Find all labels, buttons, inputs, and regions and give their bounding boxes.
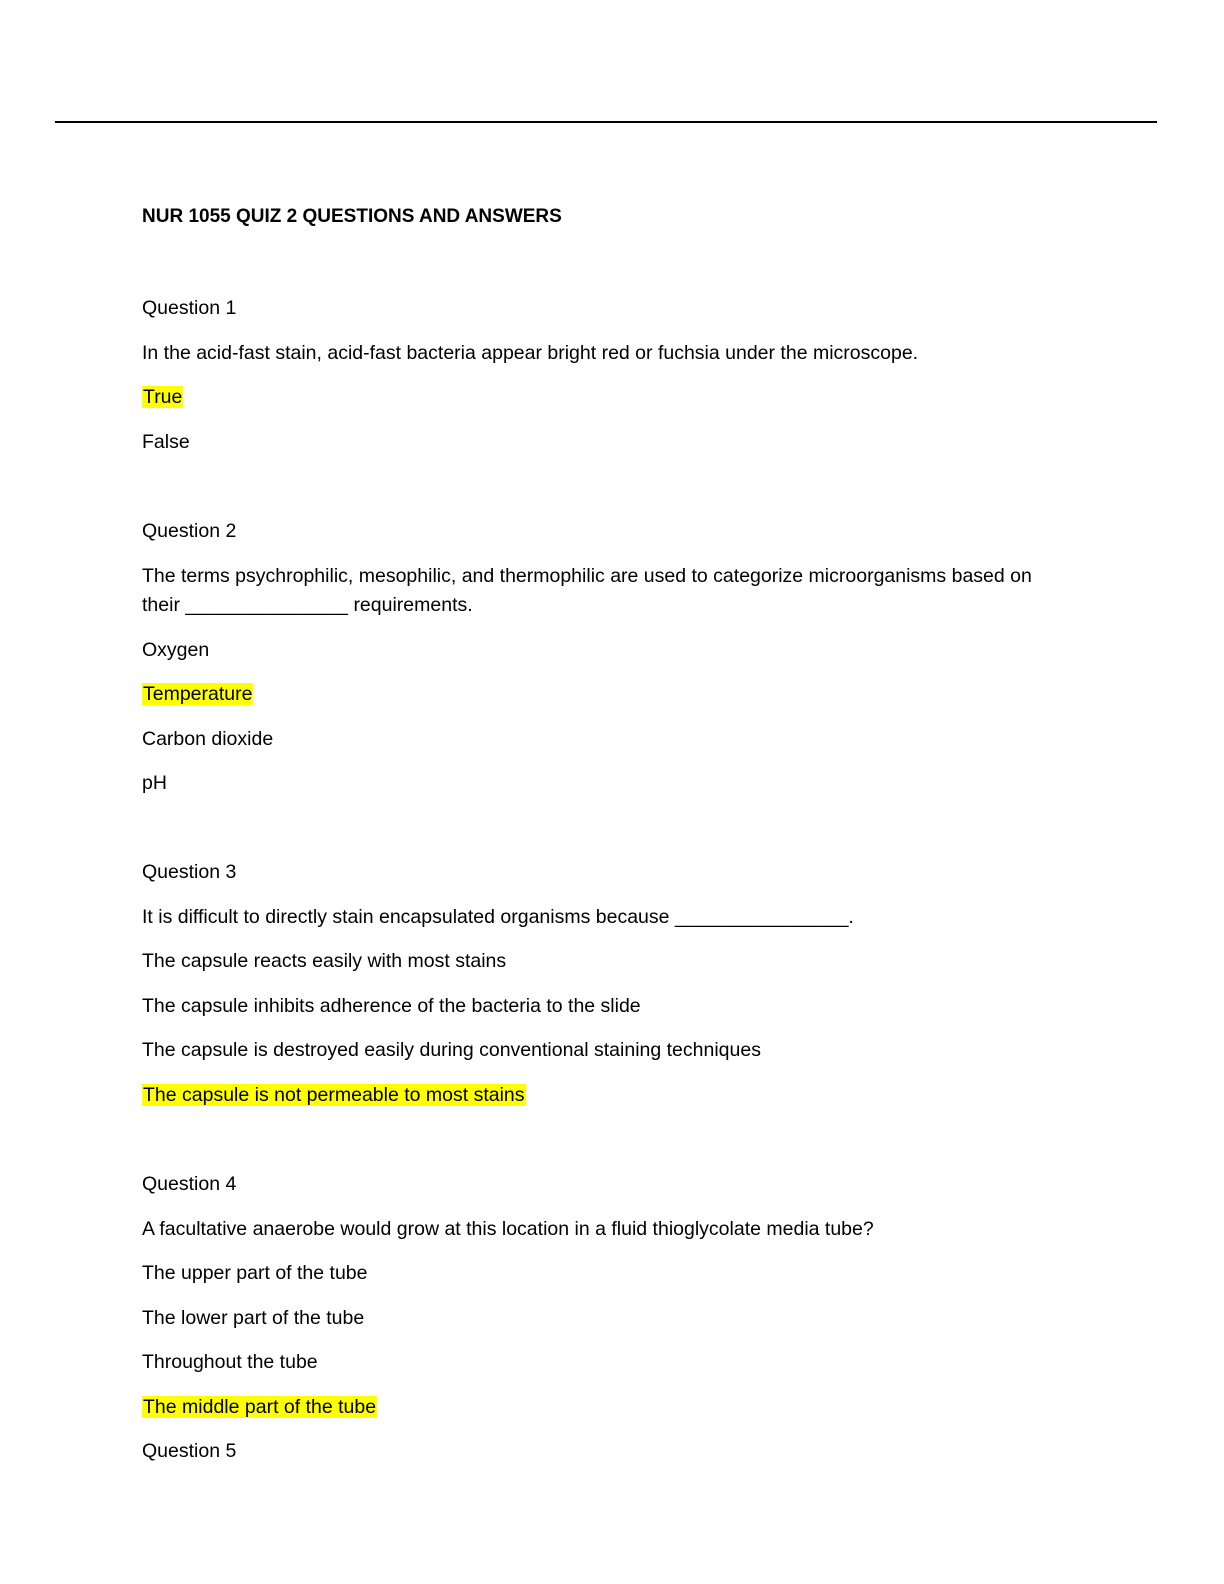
question-4-option-4: The middle part of the tube xyxy=(142,1393,378,1422)
question-2-option-1: Oxygen xyxy=(142,639,210,661)
question-2-label: Question 2 xyxy=(142,520,237,542)
answer-highlight: True xyxy=(142,386,184,408)
question-4-prompt: A facultative anaerobe would grow at thi… xyxy=(142,1218,874,1240)
question-1-prompt: In the acid-fast stain, acid-fast bacter… xyxy=(142,342,919,364)
answer-highlight: Temperature xyxy=(142,683,254,705)
question-2-option-2: Temperature xyxy=(142,680,254,709)
question-3-option-2: The capsule inhibits adherence of the ba… xyxy=(142,995,641,1017)
document-title: NUR 1055 QUIZ 2 QUESTIONS AND ANSWERS xyxy=(142,206,562,227)
question-2-prompt: The terms psychrophilic, mesophilic, and… xyxy=(142,565,1032,616)
question-4-option-2: The lower part of the tube xyxy=(142,1307,365,1329)
question-4-label: Question 4 xyxy=(142,1173,237,1195)
header-rule xyxy=(55,121,1157,123)
question-5-label: Question 5 xyxy=(142,1440,237,1462)
question-3-option-3: The capsule is destroyed easily during c… xyxy=(142,1039,761,1061)
question-3-prompt: It is difficult to directly stain encaps… xyxy=(142,906,854,928)
answer-highlight: The capsule is not permeable to most sta… xyxy=(142,1084,526,1106)
question-1-option-2: False xyxy=(142,431,190,453)
question-3-option-4: The capsule is not permeable to most sta… xyxy=(142,1081,526,1110)
question-2-option-4: pH xyxy=(142,772,167,794)
question-2-option-3: Carbon dioxide xyxy=(142,728,274,750)
question-3-option-1: The capsule reacts easily with most stai… xyxy=(142,950,507,972)
question-4-option-1: The upper part of the tube xyxy=(142,1262,368,1284)
question-1-label: Question 1 xyxy=(142,297,237,319)
question-4-option-3: Throughout the tube xyxy=(142,1351,318,1373)
question-3-label: Question 3 xyxy=(142,861,237,883)
answer-highlight: The middle part of the tube xyxy=(142,1396,378,1418)
question-1-option-1: True xyxy=(142,383,184,412)
